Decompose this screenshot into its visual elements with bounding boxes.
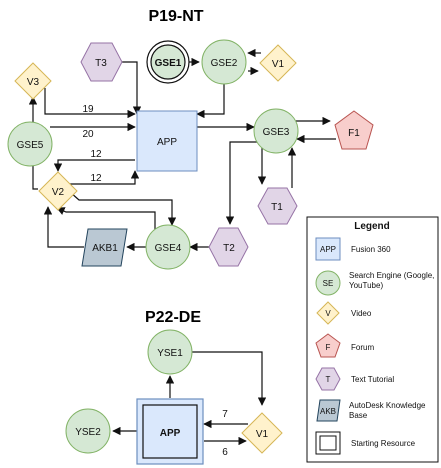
node-v1b-label: V1 — [256, 429, 269, 440]
node-gse3-label: GSE3 — [263, 127, 290, 138]
node-v3: V3 — [14, 62, 52, 100]
legend-symbol-forum: F — [326, 343, 331, 352]
legend-item-app: APP Fusion 360 — [315, 237, 391, 261]
legend-label-text: Text Tutorial — [351, 375, 394, 384]
node-gse5: GSE5 — [7, 121, 53, 167]
edge-gse4-v2 — [56, 207, 156, 234]
node-t3-label: T3 — [95, 58, 107, 69]
node-yse1: YSE1 — [147, 329, 193, 375]
title-p19: P19-NT — [148, 8, 203, 25]
label-app2-v1: 6 — [222, 447, 228, 458]
edge-v2-gse4 — [69, 191, 177, 226]
node-t3: T3 — [80, 42, 123, 82]
node-v2: V2 — [38, 171, 78, 211]
legend-title: Legend — [354, 221, 390, 232]
legend-symbol-app: APP — [320, 245, 336, 254]
legend-symbol-akb: AKB — [320, 407, 336, 416]
node-app-label: APP — [157, 137, 177, 148]
edge-t3-app — [122, 61, 142, 115]
node-v1b: V1 — [241, 412, 283, 454]
edge-gse3-t2 — [225, 141, 260, 225]
node-t2-label: T2 — [223, 243, 235, 254]
node-yse2: YSE2 — [65, 408, 111, 454]
legend-label-app: Fusion 360 — [351, 245, 391, 254]
edges-p22 — [112, 351, 267, 446]
legend-item-akb: AKB AutoDesk Knowledge Base — [316, 399, 426, 422]
edges-p19 — [28, 48, 336, 252]
legend-symbol-text: T — [326, 375, 331, 384]
label-v3-app: 19 — [82, 104, 94, 115]
title-p22: P22-DE — [145, 309, 201, 326]
legend-label-forum: Forum — [351, 343, 374, 352]
node-v1-label: V1 — [272, 59, 285, 70]
node-v3-label: V3 — [27, 77, 40, 88]
node-app2-label: APP — [160, 428, 181, 439]
node-akb1: AKB1 — [81, 228, 128, 267]
edge-v3-app — [44, 88, 136, 119]
node-t2: T2 — [208, 227, 249, 267]
legend-label-start: Starting Resource — [351, 439, 416, 448]
legend-item-start: Starting Resource — [315, 431, 416, 455]
node-gse4-label: GSE4 — [155, 243, 182, 254]
node-t1: T1 — [257, 187, 298, 225]
legend-label-search-wrap: Search Engine (Google, YouTube) — [349, 271, 435, 290]
label-app-v2: 12 — [90, 149, 102, 160]
edge-yse1-v1b — [192, 351, 267, 406]
node-gse2: GSE2 — [201, 39, 247, 85]
legend-label-video: Video — [351, 309, 372, 318]
node-f1-label: F1 — [348, 128, 360, 139]
label-v2-app: 12 — [90, 173, 102, 184]
legend-item-search: SE Search Engine (Google, YouTube) — [315, 270, 435, 296]
legend-item-forum: F Forum — [315, 333, 374, 358]
legend-label-search: Search Engine (Google, YouTube) — [349, 271, 435, 290]
label-gse5-app: 20 — [82, 129, 94, 140]
legend-item-text: T Text Tutorial — [315, 367, 394, 391]
node-v1: V1 — [259, 44, 297, 82]
legend-symbol-video: V — [325, 309, 331, 318]
edge-akb1-v2 — [43, 206, 84, 248]
legend-label-akb: AutoDesk Knowledge Base — [349, 401, 426, 420]
node-gse4: GSE4 — [145, 224, 191, 270]
node-gse3: GSE3 — [253, 108, 299, 154]
node-yse1-label: YSE1 — [157, 348, 183, 359]
node-app2: APP — [136, 398, 204, 465]
node-gse5-label: GSE5 — [17, 140, 44, 151]
legend-item-video: V Video — [316, 301, 372, 325]
legend: Legend APP Fusion 360 SE Search Engine (… — [306, 216, 439, 463]
node-f1: F1 — [334, 110, 374, 150]
edge-v2-gse5 — [28, 154, 38, 190]
node-gse1: GSE1 — [146, 40, 190, 84]
node-gse2-label: GSE2 — [211, 58, 238, 69]
node-v2-label: V2 — [52, 187, 65, 198]
edge-gse2-app — [196, 84, 225, 119]
edge-v2-app — [70, 170, 140, 185]
label-v1-app2: 7 — [222, 409, 228, 420]
node-akb1-label: AKB1 — [92, 243, 118, 254]
node-t1-label: T1 — [271, 202, 283, 213]
node-yse2-label: YSE2 — [75, 427, 101, 438]
legend-label-akb-wrap: AutoDesk Knowledge Base — [349, 401, 426, 420]
node-app: APP — [136, 110, 198, 172]
legend-symbol-search: SE — [323, 279, 334, 288]
node-gse1-label: GSE1 — [155, 58, 182, 69]
edge-app-v2 — [53, 159, 135, 172]
